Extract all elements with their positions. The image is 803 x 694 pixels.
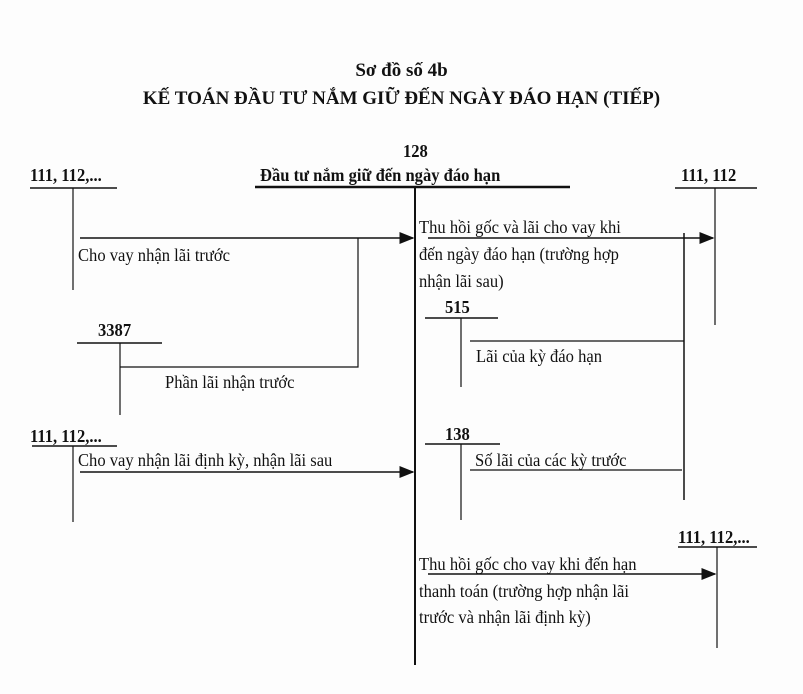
account-128-name: Đầu tư nắm giữ đến ngày đáo hạn xyxy=(260,165,501,185)
entry-recover-line-2: đến ngày đáo hạn (trường hợp xyxy=(419,244,619,264)
entry-prepaid-interest-portion: Phần lãi nhận trước xyxy=(165,372,295,392)
account-515: 515 xyxy=(445,297,470,317)
entry-loan-prepaid-interest: Cho vay nhận lãi trước xyxy=(78,245,231,265)
entry-recover-principal-line-3: trước và nhận lãi định kỳ) xyxy=(419,607,591,627)
entry-prior-periods-interest: Số lãi của các kỳ trước xyxy=(475,450,627,470)
entry-recover-line-1: Thu hồi gốc và lãi cho vay khi xyxy=(419,217,621,237)
account-111-112-right-top: 111, 112 xyxy=(681,165,737,185)
entry-loan-periodic-interest: Cho vay nhận lãi định kỳ, nhận lãi sau xyxy=(78,450,333,470)
entry-recover-principal-line-1: Thu hồi gốc cho vay khi đến hạn xyxy=(419,554,637,574)
account-111-112-right-bottom: 111, 112,... xyxy=(678,527,750,547)
entry-recover-line-3: nhận lãi sau) xyxy=(419,271,504,291)
account-111-112-left-top: 111, 112,... xyxy=(30,165,102,185)
entry-recover-principal-line-2: thanh toán (trường hợp nhận lãi xyxy=(419,581,629,601)
account-3387: 3387 xyxy=(98,320,132,340)
account-128-number: 128 xyxy=(403,141,428,161)
account-111-112-left-bottom: 111, 112,... xyxy=(30,426,102,446)
account-138: 138 xyxy=(445,424,470,444)
diagram-number: Sơ đồ số 4b xyxy=(355,60,448,81)
diagram-title: KẾ TOÁN ĐẦU TƯ NẮM GIỮ ĐẾN NGÀY ĐÁO HẠN … xyxy=(142,88,661,109)
entry-maturity-interest: Lãi của kỳ đáo hạn xyxy=(476,346,602,366)
